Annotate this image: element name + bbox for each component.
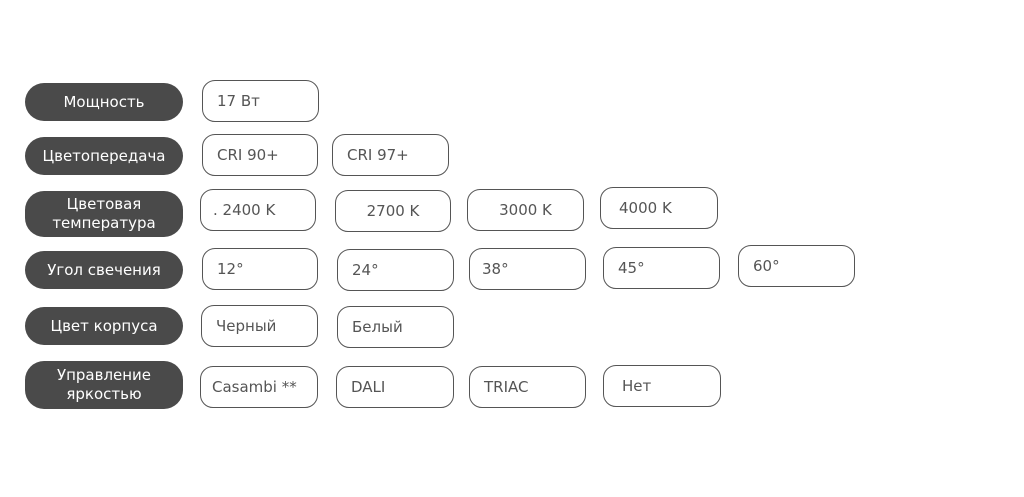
label-dimming-control: Управление яркостью (25, 361, 183, 409)
label-color-temperature: Цветовая температура (25, 191, 183, 237)
option-angle-12[interactable]: 12° (202, 248, 318, 290)
label-beam-angle: Угол свечения (25, 251, 183, 289)
option-angle-38[interactable]: 38° (469, 248, 586, 290)
option-dimming-dali[interactable]: DALI (336, 366, 454, 408)
option-cri-97[interactable]: CRI 97+ (332, 134, 449, 176)
option-housing-black[interactable]: Черный (201, 305, 318, 347)
label-color-rendering: Цветопередача (25, 137, 183, 175)
option-angle-60[interactable]: 60° (738, 245, 855, 287)
option-dimming-casambi[interactable]: Casambi ** (200, 366, 318, 408)
option-temp-2700k[interactable]: 2700 K (335, 190, 451, 232)
option-temp-3000k[interactable]: 3000 K (467, 189, 584, 231)
option-temp-2400k[interactable]: . 2400 K (200, 189, 316, 231)
option-cri-90[interactable]: CRI 90+ (202, 134, 318, 176)
option-housing-white[interactable]: Белый (337, 306, 454, 348)
label-housing-color: Цвет корпуса (25, 307, 183, 345)
option-angle-24[interactable]: 24° (337, 249, 454, 291)
option-temp-4000k[interactable]: 4000 K (600, 187, 718, 229)
option-dimming-none[interactable]: Нет (603, 365, 721, 407)
option-dimming-triac[interactable]: TRIAC (469, 366, 586, 408)
option-angle-45[interactable]: 45° (603, 247, 720, 289)
label-power: Мощность (25, 83, 183, 121)
option-power-17w[interactable]: 17 Вт (202, 80, 319, 122)
